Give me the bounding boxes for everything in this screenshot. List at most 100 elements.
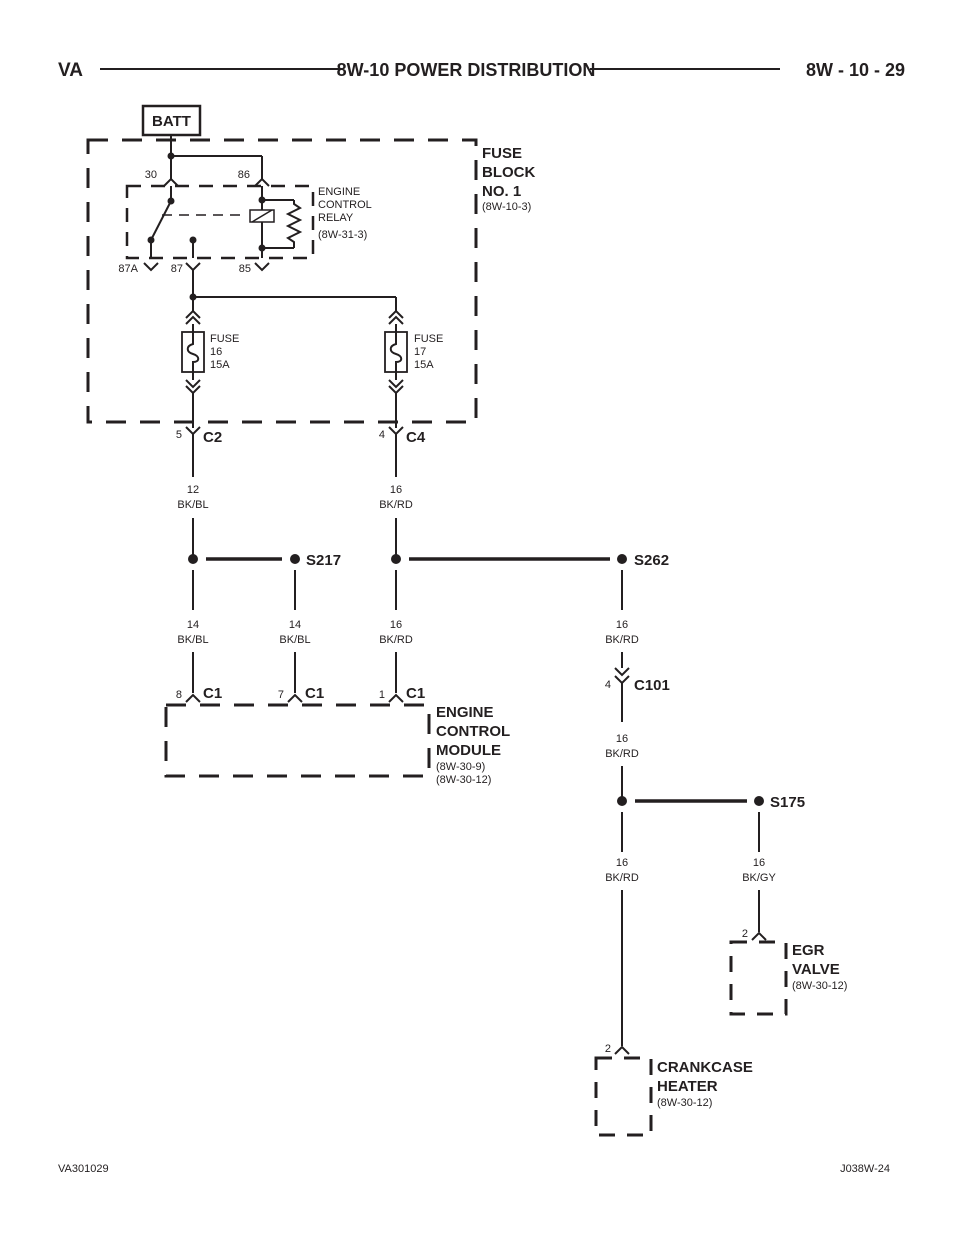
heater-label: CRANKCASE HEATER (8W-30-12) [657, 1059, 753, 1109]
relay-pin-30: 30 [145, 169, 157, 181]
relay-line-3: RELAY [318, 212, 354, 224]
heater-pin: 2 [605, 1043, 611, 1055]
s217-left-dot [188, 554, 198, 564]
c101-pin: 4 [605, 679, 611, 691]
fuse-17-line-2: 17 [414, 346, 426, 358]
c2-pin: 5 [176, 429, 182, 441]
relay-pin-86: 86 [238, 169, 250, 181]
s175-left-dot [617, 796, 627, 806]
relay-pin-86-terminal [254, 177, 270, 187]
egr-terminal [751, 931, 767, 941]
wire-gauge-heater: 16 [616, 857, 628, 869]
ecm-ref-2: (8W-30-12) [436, 774, 491, 786]
fuse-block-label: FUSE BLOCK NO. 1 (8W-10-3) [482, 145, 535, 213]
egr-line-2: VALVE [792, 961, 840, 978]
c4-terminal [388, 426, 404, 436]
relay-pin-87: 87 [171, 263, 183, 275]
s262-left-dot [391, 554, 401, 564]
wire-color-s262: BK/RD [605, 634, 639, 646]
c1-pin7-terminal [287, 693, 303, 703]
splice-s175: S175 [770, 794, 805, 811]
wire-color-7: BK/BL [279, 634, 310, 646]
wire-color-1: BK/RD [379, 634, 413, 646]
ecm-line-3: MODULE [436, 742, 501, 759]
fuse-block-line-2: BLOCK [482, 164, 535, 181]
s175-right-dot [754, 796, 764, 806]
relay-line-2: CONTROL [318, 199, 372, 211]
c1-pin8-terminal [185, 693, 201, 703]
egr-valve-outline [729, 940, 788, 1016]
c4-pin: 4 [379, 429, 385, 441]
footer-right: J038W-24 [840, 1163, 890, 1175]
page-header: VA 8W-10 POWER DISTRIBUTION 8W - 10 - 29 [58, 60, 905, 81]
wire-gauge-c2: 12 [187, 484, 199, 496]
header-left: VA [58, 60, 83, 81]
c1-pin7: 7 [278, 689, 284, 701]
ecm-outline [164, 703, 431, 778]
fuse-block-ref: (8W-10-3) [482, 201, 531, 213]
page-number: 8W - 10 - 29 [806, 60, 905, 80]
footer-left: VA301029 [58, 1163, 109, 1175]
crankcase-heater-outline [594, 1056, 653, 1137]
relay-suppression-resistor [285, 200, 303, 248]
c2-terminal [185, 426, 201, 436]
c1-pin1: 1 [379, 689, 385, 701]
c4-label: C4 [406, 429, 426, 446]
fuse-16-line-1: FUSE [210, 333, 239, 345]
wire-gauge-8: 14 [187, 619, 199, 631]
egr-line-1: EGR [792, 942, 825, 959]
egr-ref: (8W-30-12) [792, 980, 847, 992]
fuse-block-outline [86, 138, 478, 424]
fuse-block-line-1: FUSE [482, 145, 522, 162]
s217-right-dot [290, 554, 300, 564]
relay-pin-87a: 87A [118, 263, 138, 275]
c1-pin1-terminal [388, 693, 404, 703]
wire-color-c4: BK/RD [379, 499, 413, 511]
egr-pin: 2 [742, 928, 748, 940]
ecm-ref-1: (8W-30-9) [436, 761, 485, 773]
s262-right-dot [617, 554, 627, 564]
fuse-16-line-2: 16 [210, 346, 222, 358]
fuse-block-line-3: NO. 1 [482, 183, 521, 200]
c1-label-8: C1 [203, 685, 222, 702]
c1-pin8: 8 [176, 689, 182, 701]
heater-line-1: CRANKCASE [657, 1059, 753, 1076]
heater-terminal [614, 1045, 630, 1055]
fuse-16 [181, 309, 205, 395]
relay-outline [125, 184, 315, 260]
heater-line-2: HEATER [657, 1078, 718, 1095]
c1-label-7: C1 [305, 685, 324, 702]
batt-label: BATT [152, 113, 191, 130]
switch-blade [150, 200, 172, 241]
ecm-line-2: CONTROL [436, 723, 510, 740]
c101-female [614, 667, 630, 677]
fuse-17-line-3: 15A [414, 359, 434, 371]
wire-gauge-egr: 16 [753, 857, 765, 869]
wire-gauge-1: 16 [390, 619, 402, 631]
wire-color-heater: BK/RD [605, 872, 639, 884]
relay-pin-85-terminal [254, 262, 270, 272]
relay-pin-30-terminal [163, 177, 179, 187]
fuse-17 [384, 309, 408, 395]
wire-gauge-7: 14 [289, 619, 301, 631]
ecm-label: ENGINE CONTROL MODULE (8W-30-9) (8W-30-1… [436, 704, 510, 786]
wire-gauge-c4: 16 [390, 484, 402, 496]
wire-gauge-c101: 16 [616, 733, 628, 745]
batt-box: BATT [141, 104, 202, 137]
wire-gauge-s262: 16 [616, 619, 628, 631]
wire-color-c2: BK/BL [177, 499, 208, 511]
c2-label: C2 [203, 429, 222, 446]
wire-color-c101: BK/RD [605, 748, 639, 760]
relay-label: ENGINE CONTROL RELAY (8W-31-3) [318, 186, 372, 241]
relay-line-1: ENGINE [318, 186, 360, 198]
fuse-17-line-1: FUSE [414, 333, 443, 345]
relay-pin-85: 85 [239, 263, 251, 275]
page-title: 8W-10 POWER DISTRIBUTION [337, 60, 596, 80]
wire-color-8: BK/BL [177, 634, 208, 646]
ecm-line-1: ENGINE [436, 704, 494, 721]
fuse-16-line-3: 15A [210, 359, 230, 371]
c101-male [614, 675, 630, 685]
relay-ref: (8W-31-3) [318, 229, 367, 241]
